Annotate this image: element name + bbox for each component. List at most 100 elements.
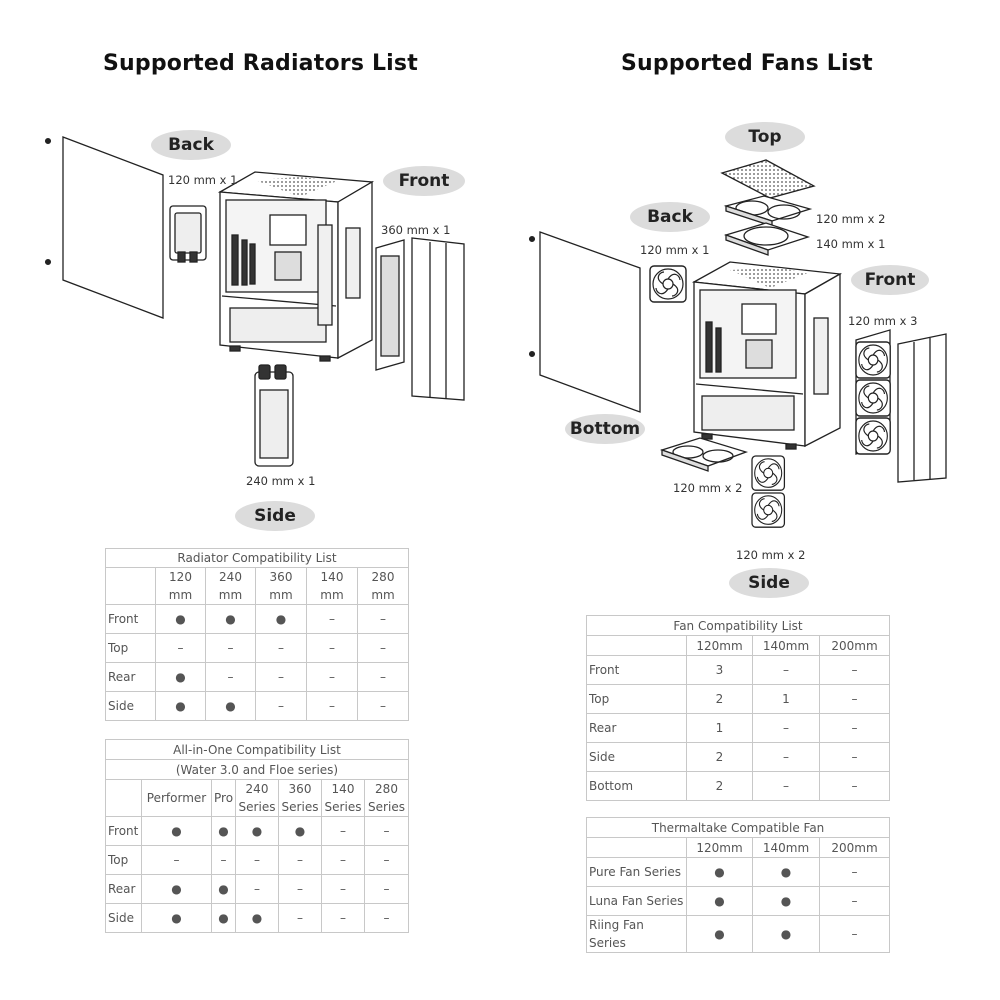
header-blank [105,567,156,605]
table-cell: – [364,903,409,933]
table-row: Side ● ● ● – – – [105,903,409,933]
bottom-position-label: Bottom [565,414,645,444]
left-rear-radiator [169,205,207,263]
side-fan-position-label: Side [729,568,809,598]
front-fan-size: 120 mm x 3 [848,314,918,328]
table-cell: ● [235,816,279,846]
side-radiator-size: 240 mm x 1 [246,474,316,488]
back-position-label: Back [151,130,231,160]
column-header: 120mm [686,635,753,656]
header-blank [586,837,687,858]
table-row: Side 2 – – [586,742,891,772]
table-cell: – [278,874,322,904]
row-label: Front [586,655,687,685]
table-cell: ● [141,816,212,846]
table-cell: ● [205,604,256,634]
table-cell: – [752,655,820,685]
row-label: Riing Fan Series [586,915,687,953]
row-label: Side [105,903,142,933]
column-header: Pro [211,779,236,817]
table-row: Bottom 2 – – [586,771,891,801]
column-header: 120mm [686,837,753,858]
left-side-radiator [254,364,294,467]
top-dust-filter [720,159,816,199]
row-label: Bottom [586,771,687,801]
radiators-heading: Supported Radiators List [103,51,418,76]
table-cell: – [306,633,358,663]
side-position-label: Side [235,501,315,531]
table-cell: 2 [686,742,753,772]
case-illustrations [44,136,947,528]
table-cell: ● [255,604,307,634]
table-cell: – [818,915,891,953]
front-radiator-size: 360 mm x 1 [381,223,451,237]
table-cell: – [255,691,307,721]
table-cell: – [356,633,410,663]
table-cell: – [356,691,410,721]
table-cell: ● [155,604,206,634]
table-cell: – [818,655,891,685]
table-caption: All-in-One Compatibility List [105,739,409,760]
top-fans-120 [723,195,813,227]
table-row: Side ● ● – – – [105,691,410,721]
column-header: 200mm [818,837,891,858]
table-caption: Thermaltake Compatible Fan [585,817,891,838]
table-row: Top 2 1 – [586,684,891,714]
table-cell: ● [141,903,212,933]
table-row: Top – – – – – – [105,845,409,875]
bottom-fan-size: 120 mm x 2 [673,481,743,495]
table-row: Front 3 – – [586,655,891,685]
left-front-radiator [375,237,465,401]
top-fan-size-120: 120 mm x 2 [816,212,886,226]
row-label: Top [105,633,156,663]
table-cell: – [278,903,322,933]
back-radiator-size: 120 mm x 1 [168,173,238,187]
table-cell: ● [278,816,322,846]
left-side-panel [44,136,164,319]
front-fan-position-label: Front [851,265,929,295]
table-cell: – [356,662,410,692]
table-cell: ● [155,662,206,692]
fans-heading: Supported Fans List [621,51,873,76]
table-cell: – [321,903,365,933]
table-cell: – [818,742,891,772]
front-position-label: Front [383,166,465,196]
table-cell: – [321,874,365,904]
front-fans-120x3 [855,329,891,455]
table-cell: – [818,857,891,887]
table-cell: – [364,874,409,904]
table-cell: – [306,662,358,692]
table-cell: – [141,845,212,875]
aio-compatibility-table: All-in-One Compatibility List (Water 3.0… [105,739,409,933]
table-subcaption: (Water 3.0 and Floe series) [105,759,409,780]
row-label: Front [105,816,142,846]
table-cell: – [255,662,307,692]
table-cell: ● [686,915,753,953]
table-cell: 2 [686,684,753,714]
table-row: Pure Fan Series ● ● – [586,857,891,887]
back-fan-position-label: Back [630,202,710,232]
thermaltake-fan-table: Thermaltake Compatible Fan 120mm 140mm 2… [585,817,891,953]
table-cell: – [364,845,409,875]
right-chassis [691,261,843,450]
table-cell: – [255,633,307,663]
top-fan-140 [723,222,811,256]
row-label: Rear [105,874,142,904]
right-front-panel [897,333,947,483]
table-cell: – [818,771,891,801]
row-label: Rear [586,713,687,743]
table-row: Top – – – – – [105,633,410,663]
table-cell: ● [211,874,236,904]
table-cell: – [818,713,891,743]
table-cell: ● [686,857,753,887]
bottom-fans [659,437,749,472]
table-row: Rear ● – – – – [105,662,410,692]
table-cell: – [364,816,409,846]
table-cell: – [752,713,820,743]
